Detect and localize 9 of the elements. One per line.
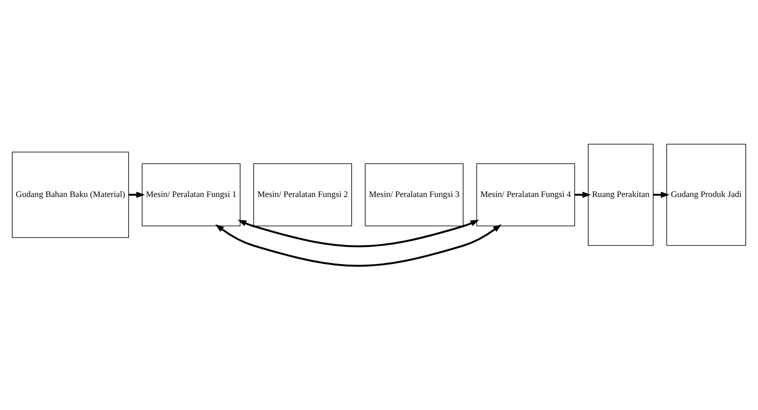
node-box: Mesin/ Peralatan Fungsi 3 [364,163,464,226]
node-box: Mesin/ Peralatan Fungsi 4 [476,163,576,226]
arrow [215,224,502,267]
node-box: Gudang Bahan Baku (Material) [12,152,129,238]
node-box: Gudang Produk Jadi [666,144,746,246]
node-box: Mesin/ Peralatan Fungsi 1 [142,163,240,226]
node-box: Mesin/ Peralatan Fungsi 2 [253,163,352,226]
node-box: Ruang Perakitan [588,144,654,246]
arrow [238,220,480,248]
